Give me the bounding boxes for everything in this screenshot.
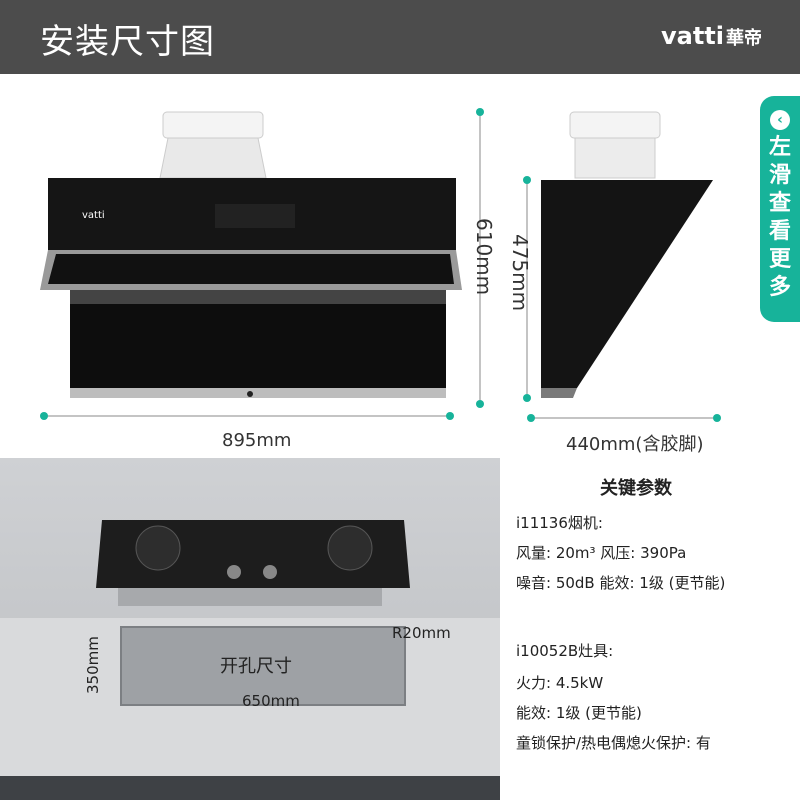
hood-bottom-trim: [70, 388, 446, 398]
cutout-width-label: 650mm: [242, 692, 300, 710]
side-duct-pipe: [569, 111, 661, 139]
swipe-tab-label: 左滑查看更多: [768, 135, 791, 300]
countertop-edge: [0, 776, 500, 800]
stove-scene: 开孔尺寸 650mm R20mm 350mm: [0, 458, 500, 800]
gas-stove-image: [96, 520, 410, 606]
side-hood-base: [541, 388, 577, 398]
side-hood-body: [541, 180, 713, 388]
front-height-label: 610mm: [472, 218, 496, 296]
brand-name: vatti: [660, 22, 724, 50]
duct-pipe: [162, 111, 264, 139]
brand-name-cn: 華帝: [726, 28, 762, 49]
knob-right: [263, 565, 277, 579]
cutout-label: 开孔尺寸: [220, 656, 292, 677]
params-title: 关键参数: [600, 478, 672, 499]
stove-body: [118, 588, 382, 606]
side-width-label: 440mm(含胶脚): [566, 434, 704, 455]
cutout-height-label: 350mm: [84, 636, 102, 694]
hood-front-view: vatti: [40, 108, 484, 420]
swipe-left-tab[interactable]: ‹ 左滑查看更多: [760, 96, 800, 322]
cutout-hole: [120, 626, 406, 706]
burner-left: [135, 525, 181, 571]
side-height-label: 475mm: [508, 234, 532, 312]
front-width-label: 895mm: [222, 430, 292, 451]
power-button: [247, 391, 253, 397]
duct-body: [159, 137, 267, 179]
hood-noise: 噪音: 50dB 能效: 1级 (更节能): [516, 574, 726, 592]
cutout-radius-label: R20mm: [392, 624, 451, 642]
stove-safety: 童锁保护/热电偶熄火保护: 有: [516, 734, 711, 752]
stove-section: 开孔尺寸 650mm R20mm 350mm 关键参数 i11136烟机: 风量…: [0, 458, 800, 800]
stove-power: 火力: 4.5kW: [516, 674, 604, 692]
key-parameters-panel: 关键参数 i11136烟机: 风量: 20m³ 风压: 390Pa 噪音: 50…: [500, 458, 800, 800]
hood-lower-panel: [70, 304, 446, 388]
hood-logo: vatti: [82, 210, 105, 221]
control-panel: [215, 204, 295, 228]
filter-grille: [70, 290, 446, 304]
knob-left: [227, 565, 241, 579]
stove-efficiency: 能效: 1级 (更节能): [516, 704, 642, 722]
chevron-left-icon: ‹: [770, 110, 790, 130]
side-duct-body: [574, 137, 656, 179]
hood-model: i11136烟机:: [516, 514, 603, 532]
hood-inner: [48, 254, 454, 284]
stove-model: i10052B灶具:: [516, 642, 614, 660]
hood-airflow: 风量: 20m³ 风压: 390Pa: [516, 544, 687, 562]
burner-right: [327, 525, 373, 571]
hood-side-view: [523, 111, 721, 422]
page-title: 安装尺寸图: [40, 22, 215, 62]
